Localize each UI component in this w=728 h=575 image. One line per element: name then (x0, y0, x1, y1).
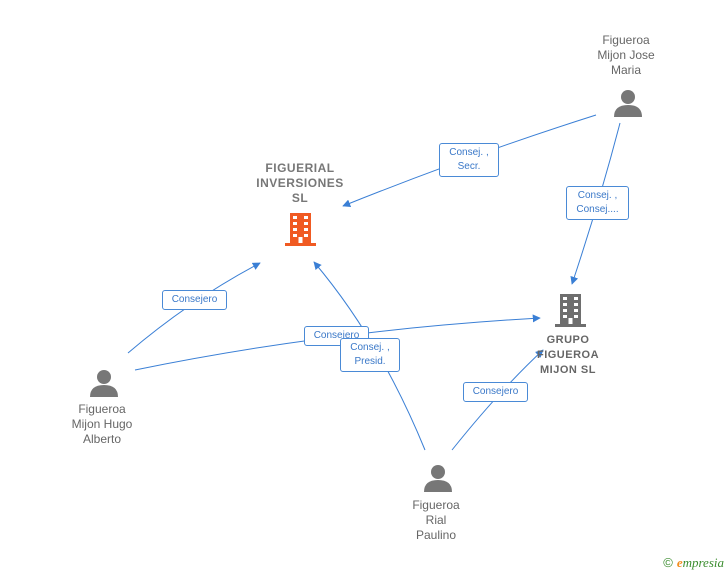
brand-logo: ©empresia (663, 555, 724, 571)
person-icon[interactable] (614, 90, 642, 117)
person-icon[interactable] (424, 465, 452, 492)
company-label-figuerial[interactable]: FIGUERIAL INVERSIONES SL (256, 161, 344, 205)
company-building-icon[interactable] (285, 213, 316, 246)
company-building-icon[interactable] (555, 294, 586, 327)
person-label-rial-paulino[interactable]: Figueroa Rial Paulino (412, 498, 460, 542)
edge-label-jose-grupo[interactable]: Consej. , Consej.... (566, 186, 629, 220)
edge-label-paulino-figuerial[interactable]: Consej. , Presid. (340, 338, 400, 372)
person-label-jose-maria[interactable]: Figueroa Mijon Jose Maria (597, 33, 655, 77)
brand-initial: e (676, 555, 683, 570)
person-icon[interactable] (90, 370, 118, 397)
brand-name: mpresia (682, 555, 724, 570)
edge-label-paulino-grupo[interactable]: Consejero (463, 382, 528, 402)
person-label-hugo-alberto[interactable]: Figueroa Mijon Hugo Alberto (71, 402, 133, 446)
edge-label-jose-figuerial[interactable]: Consej. , Secr. (439, 143, 499, 177)
edge-label-hugo-figuerial[interactable]: Consejero (162, 290, 227, 310)
company-label-grupo[interactable]: GRUPO FIGUEROA MIJON SL (536, 334, 600, 376)
copyright-icon: © (663, 555, 673, 570)
